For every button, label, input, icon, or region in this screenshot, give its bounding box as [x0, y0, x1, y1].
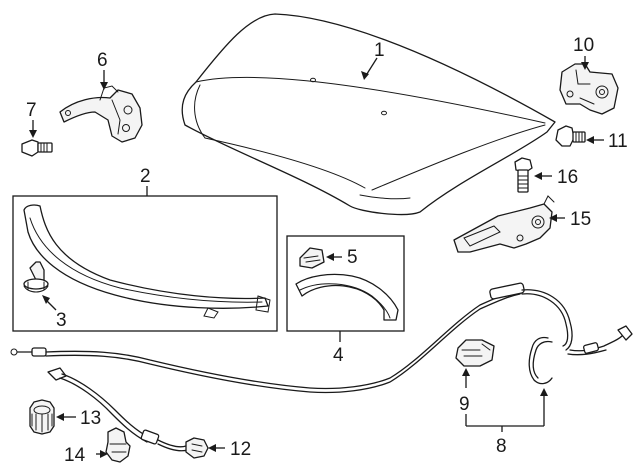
clip-3[interactable]: [23, 261, 49, 293]
hood-panel[interactable]: [181, 13, 556, 216]
callout-4: 4: [333, 345, 344, 366]
hood-seal[interactable]: [23, 204, 271, 319]
callout-11: 11: [608, 131, 628, 152]
callout-9: 9: [459, 394, 470, 415]
bolt-16[interactable]: [514, 157, 533, 193]
callout-8: 8: [496, 436, 507, 457]
clip-14[interactable]: [105, 427, 131, 463]
callout-16: 16: [557, 167, 578, 188]
bumper-11[interactable]: [555, 125, 586, 147]
clip-5[interactable]: [299, 247, 325, 269]
callout-6: 6: [97, 50, 108, 71]
group-box-4: [286, 235, 405, 332]
callout-7: 7: [26, 100, 37, 121]
leader-8: [465, 388, 548, 432]
hood-latch[interactable]: [559, 63, 619, 115]
callout-1: 1: [374, 40, 385, 61]
hood-hinge-left[interactable]: [59, 85, 143, 143]
release-handle-9[interactable]: [455, 339, 495, 367]
seal-4[interactable]: [295, 273, 399, 321]
bolt-7[interactable]: [21, 139, 53, 157]
hood-hinge-right[interactable]: [453, 195, 555, 253]
callout-14: 14: [64, 445, 86, 466]
release-cable-left[interactable]: [10, 282, 573, 394]
release-cable-right[interactable]: [528, 325, 633, 385]
callout-3: 3: [56, 310, 67, 331]
knob-13[interactable]: [29, 399, 55, 435]
release-cable-lower[interactable]: [47, 367, 189, 452]
grommet-12[interactable]: [185, 437, 209, 459]
callout-2: 2: [140, 166, 151, 187]
callout-13: 13: [80, 408, 101, 429]
callout-10: 10: [573, 35, 594, 56]
group-box-2: [12, 195, 278, 332]
callout-12: 12: [230, 439, 251, 460]
callout-15: 15: [570, 209, 591, 230]
callout-5: 5: [347, 247, 358, 268]
